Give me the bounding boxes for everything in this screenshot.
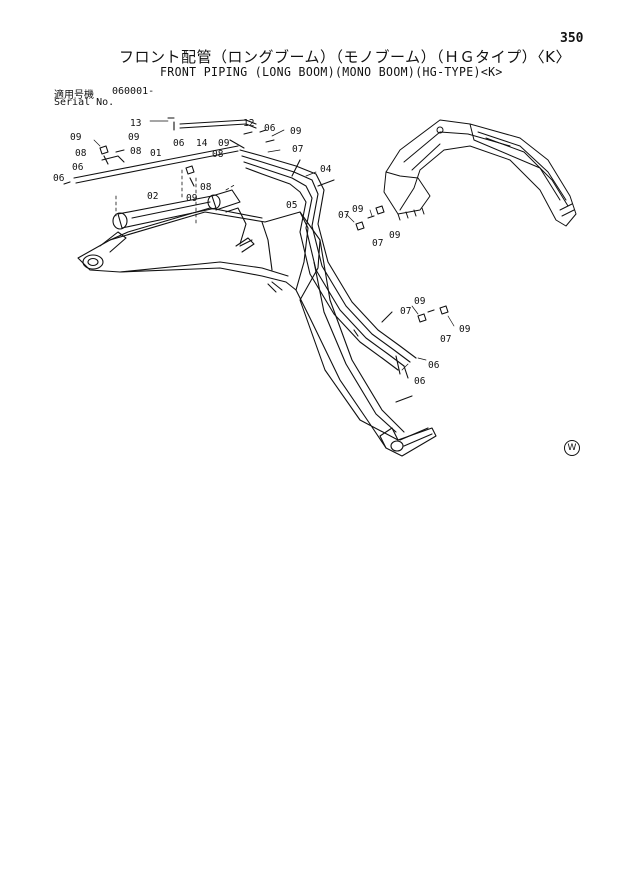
callout-04: 04	[320, 164, 332, 175]
callout-12: 12	[243, 118, 254, 129]
callout-ticks	[93, 120, 455, 371]
boom-cylinder	[99, 189, 255, 253]
callout-06: 06	[173, 138, 185, 149]
serial-number-value: 060001-	[112, 86, 155, 97]
callout-06: 06	[264, 123, 276, 134]
callout-09: 09	[218, 138, 230, 149]
page-title-english: FRONT PIPING (LONG BOOM)(MONO BOOM)(HG-T…	[160, 64, 503, 79]
serial-label-japanese: 適用号機	[54, 90, 94, 101]
boom-body	[77, 207, 437, 457]
piping-bundle	[239, 149, 417, 379]
callout-09: 09	[414, 296, 426, 307]
serial-label-english: Serial No.	[54, 97, 115, 108]
callout-09: 09	[389, 230, 401, 241]
callout-06: 06	[53, 173, 65, 184]
callout-06: 06	[428, 360, 440, 371]
callout-07: 07	[338, 210, 349, 221]
callout-07: 07	[292, 144, 303, 155]
callout-01: 01	[150, 148, 162, 159]
callout-07: 07	[372, 238, 383, 249]
callout-02: 02	[147, 191, 158, 202]
callout-09: 09	[128, 132, 140, 143]
callout-05: 05	[286, 200, 297, 211]
callout-09: 09	[352, 204, 364, 215]
callout-09: 09	[186, 193, 198, 204]
leader-lines	[115, 169, 237, 227]
callout-08: 08	[75, 148, 87, 159]
callout-08: 08	[130, 146, 142, 157]
callout-07: 07	[440, 334, 451, 345]
callout-06: 06	[414, 376, 426, 387]
callout-08: 08	[200, 182, 212, 193]
page-title-japanese: フロント配管（ロングブーム）（モノブーム）（ＨＧタイプ）〈K〉	[119, 48, 571, 66]
fittings	[99, 117, 449, 323]
callout-labels: 13 09 09 08 08 01 06 06 02 06 14 09 08 0…	[53, 118, 471, 387]
inset-front-attachment	[383, 119, 577, 227]
callout-09: 09	[290, 126, 302, 137]
callout-08: 08	[212, 149, 224, 160]
w-mark-icon: W	[564, 440, 580, 456]
callout-09: 09	[459, 324, 471, 335]
callout-13: 13	[130, 118, 141, 129]
page-number: 350	[560, 31, 584, 46]
callout-07: 07	[400, 306, 411, 317]
upper-pipes	[63, 119, 257, 185]
callout-14: 14	[196, 138, 208, 149]
callout-06: 06	[72, 162, 84, 173]
callout-09: 09	[70, 132, 82, 143]
